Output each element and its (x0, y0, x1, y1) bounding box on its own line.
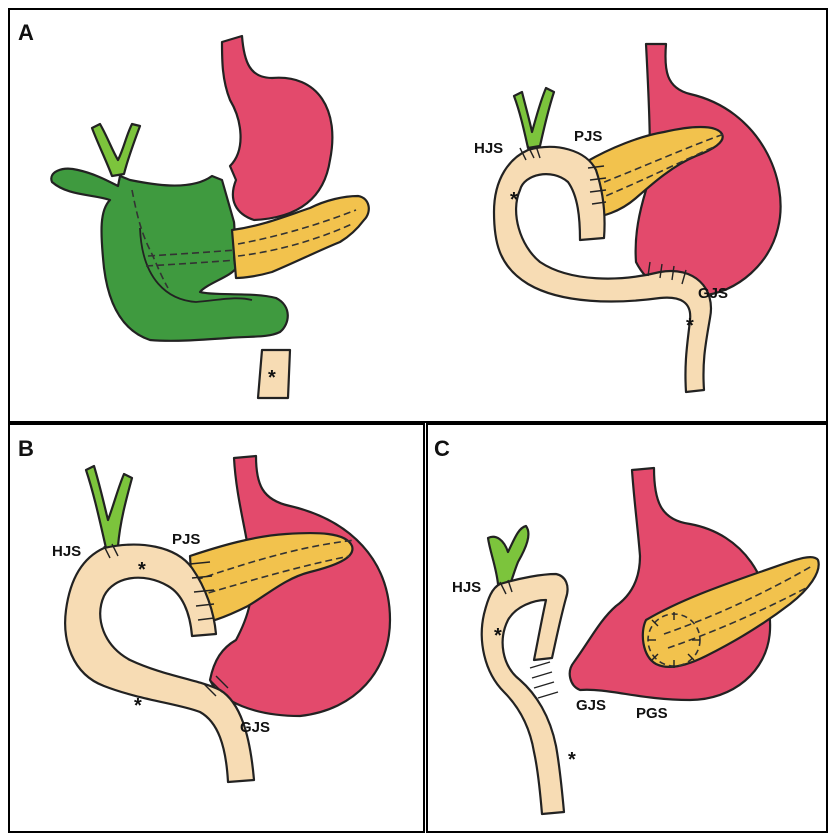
panel-b-label: B (18, 436, 34, 461)
panel-a: A * (18, 20, 781, 398)
jejunum-star-b1: * (138, 559, 146, 581)
jejunum-star-a2: * (510, 189, 518, 211)
label-gjs-b: GJS (240, 719, 270, 736)
jejunum-star-b2: * (134, 695, 142, 717)
panel-c: C HJS GJS (434, 436, 819, 814)
label-pjs-a: PJS (574, 128, 602, 145)
label-hjs-b: HJS (52, 543, 81, 560)
suture-gjs-c (530, 662, 558, 698)
bile-duct-b (86, 466, 132, 548)
label-gjs-c: GJS (576, 697, 606, 714)
bile-duct-a-left (92, 124, 140, 176)
label-gjs-a: GJS (698, 285, 728, 302)
jejunum-star-c2: * (568, 749, 576, 771)
jejunum-star-a1: * (268, 367, 276, 389)
panel-a-label: A (18, 20, 34, 45)
label-hjs-c: HJS (452, 579, 481, 596)
panel-a-reconstruction: HJS PJS GJS * * (474, 44, 781, 392)
panel-c-label: C (434, 436, 450, 461)
label-pjs-b: PJS (172, 531, 200, 548)
jejunum-star-c1: * (494, 625, 502, 647)
jejunum-limb-c (482, 574, 568, 814)
panel-b: B HJS PJS GJS * * (18, 436, 390, 782)
jejunum-star-a3: * (686, 315, 694, 337)
panel-a-resection: * (51, 36, 368, 398)
bile-duct-c (488, 526, 528, 584)
stomach-remnant (222, 36, 332, 220)
label-hjs-a: HJS (474, 140, 503, 157)
bile-duct-a-right (514, 88, 554, 148)
label-pgs-c: PGS (636, 705, 668, 722)
